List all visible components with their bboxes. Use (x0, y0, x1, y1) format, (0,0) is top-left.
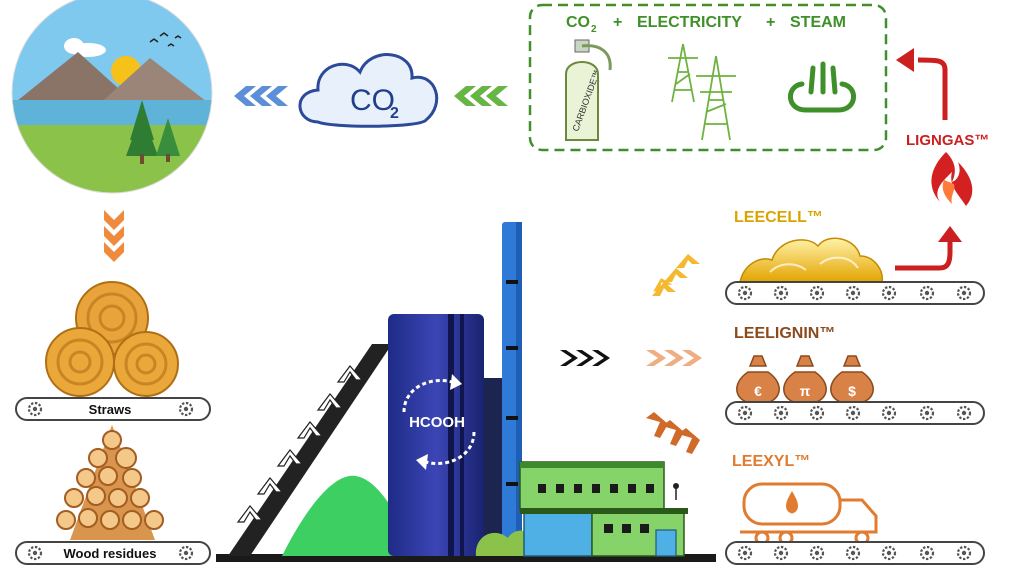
straws-label: Straws (89, 402, 132, 417)
landscape-scene (11, 0, 213, 194)
lignas-label: LIGNGAS™ (906, 132, 989, 149)
co2-electricity-steam-box: CO 2 + ELECTRICITY + STEAM CARBIOXIDE™ (528, 3, 888, 152)
green-bush (475, 530, 539, 556)
yellow-up-arrows (652, 254, 700, 296)
plus-sign-2: + (766, 14, 775, 31)
hay-bales-icon (45, 281, 179, 397)
gas-cylinder-icon: CARBIOXIDE™ (565, 39, 612, 141)
tanker-truck-icon (740, 482, 878, 546)
cloud-co2-subscript: 2 (390, 105, 399, 122)
plus-sign-1: + (613, 14, 622, 31)
orange-down-arrows (104, 210, 124, 262)
steam-icon (788, 61, 856, 113)
chimney (502, 222, 522, 556)
co2-cloud: CO 2 (298, 53, 439, 128)
reactor-tank: HCOOH (388, 314, 484, 556)
brown-down-arrows (646, 412, 700, 454)
power-tower-icon (668, 43, 736, 141)
straws-conveyor: Straws (15, 397, 211, 421)
bag-dollar-symbol: $ (848, 383, 856, 399)
steam-label: STEAM (790, 14, 846, 31)
green-biomass-pile (282, 475, 418, 556)
wood-residues-conveyor: Wood residues (15, 541, 211, 565)
factory-buildings (519, 461, 688, 557)
leexyl-label: LEEXYL™ (732, 453, 810, 470)
bag-pi-symbol: π (800, 383, 811, 399)
blue-chevron-arrows (234, 86, 288, 106)
leecell-pile-icon (739, 237, 883, 283)
co2-subscript: 2 (591, 24, 597, 35)
factory-ground (216, 554, 716, 562)
leexyl-conveyor (725, 541, 985, 565)
flame-icon (931, 152, 973, 206)
money-bags-icon: € π $ (736, 355, 874, 405)
cloud-co2-label: CO (350, 84, 395, 117)
peach-right-arrows (646, 350, 702, 366)
wood-residues-label: Wood residues (64, 546, 157, 561)
red-arrow-head-top (896, 48, 914, 72)
inclined-conveyor (228, 344, 392, 556)
wood-logs-icon (56, 425, 164, 540)
leelignin-label: LEELIGNIN™ (734, 325, 835, 342)
dark-building (484, 378, 506, 556)
co2-label: CO (566, 14, 590, 31)
bag-euro-symbol: € (754, 383, 762, 399)
leecell-conveyor (725, 281, 985, 305)
electricity-label: ELECTRICITY (637, 14, 742, 31)
red-return-arrow (917, 57, 948, 120)
black-right-arrows (560, 350, 610, 366)
hcooh-label: HCOOH (409, 414, 465, 431)
leecell-label: LEECELL™ (734, 209, 823, 226)
red-arrow-head-up (938, 226, 962, 242)
leelignin-conveyor (725, 401, 985, 425)
red-arrow-to-lignas (895, 240, 953, 271)
green-chevron-arrows (454, 86, 508, 106)
